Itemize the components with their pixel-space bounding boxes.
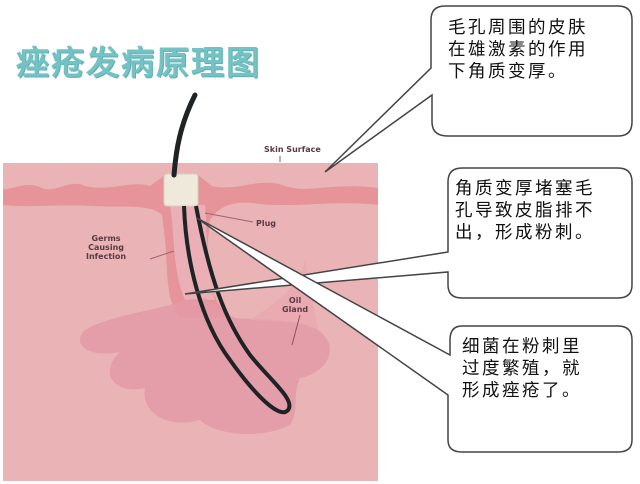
label-skin-surface: Skin Surface — [264, 145, 321, 154]
callout-1 — [324, 5, 633, 173]
callout-1-text: 毛孔周围的皮肤 在雄激素的作用 下角质变厚。 — [448, 18, 588, 82]
label-plug: Plug — [256, 219, 277, 228]
callout-3 — [196, 217, 633, 453]
callout-2 — [184, 167, 633, 299]
label-germs: Germs Causing Infection — [86, 234, 127, 261]
callout-3-text: 细菌在粉刺里 过度繁殖，就 形成痤疮了。 — [462, 337, 582, 401]
label-oil-gland: Oil Gland — [282, 296, 309, 314]
diagram-title: 痤疮发病原理图 — [16, 43, 261, 82]
germs-leader — [149, 250, 175, 260]
gland-leader — [291, 314, 301, 346]
skin-cross-section — [3, 92, 378, 481]
plug-leader — [204, 212, 254, 223]
callout-2-text: 角质变厚堵塞毛 孔导致皮脂排不 出，形成粉刺。 — [455, 179, 595, 243]
